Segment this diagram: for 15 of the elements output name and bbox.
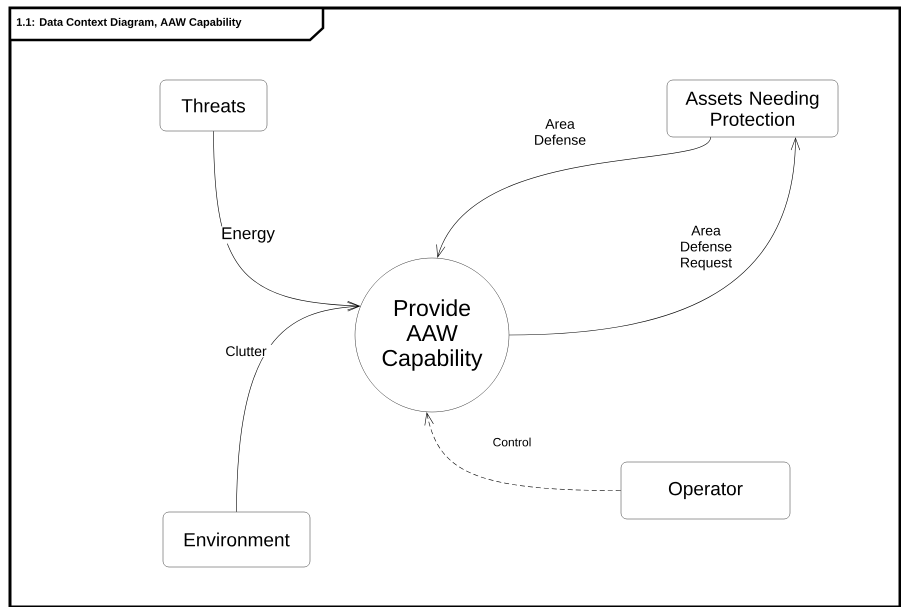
arrow [424,412,622,491]
arrow [508,137,800,336]
edge-label: Area Defense Request [681,226,732,270]
title-tab: 1.1: Data Context Diagram, AAW Capability [8,6,324,42]
edge-label: Area Defense [535,119,586,145]
entity-box: Operator [620,462,790,520]
entity-box: Threats [160,80,268,132]
edge-label: Energy [222,227,275,243]
edge-label: Clutter [226,346,266,356]
arrow [236,302,360,512]
arrow [436,136,711,258]
edge-label: Control [493,438,531,446]
arrow [213,130,360,310]
entity-box: Assets Needing Protection [666,80,838,138]
entity-box: Environment [162,512,310,568]
